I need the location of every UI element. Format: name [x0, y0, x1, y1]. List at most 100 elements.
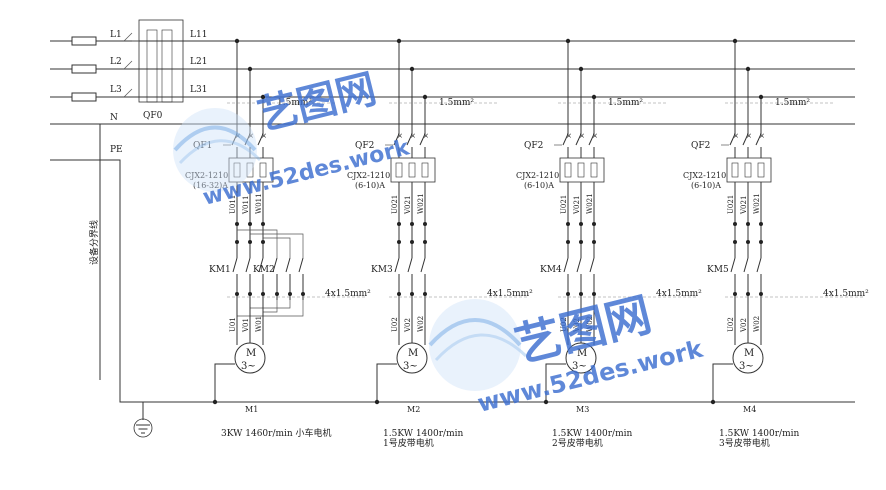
thermal-element: [395, 162, 403, 178]
terminal-dot: [592, 292, 596, 296]
contactor-contact: [589, 257, 595, 273]
breaker-contact: [393, 133, 400, 146]
relay-terminal-label: V021: [573, 196, 581, 215]
motor-terminal-label: V02: [573, 318, 581, 333]
motor-icon: [234, 342, 266, 374]
relay-terminal-label: V021: [404, 196, 412, 215]
pe-junction-dot: [374, 399, 380, 405]
fuse-l3: [71, 92, 97, 102]
relay-terminal-label: W011: [255, 193, 263, 214]
breaker-trip-mark: ×: [410, 132, 416, 140]
terminal-dot: [288, 292, 292, 296]
motor-terminal-label: U02: [727, 317, 735, 332]
terminal-dot: [261, 222, 265, 226]
reversing-link: [263, 300, 278, 313]
motor-wire-label: 4x1.5mm²: [823, 289, 869, 299]
bus-junction-dot: [396, 38, 402, 44]
branch-1: 1.5mm²×××QF1CJX2-1210(16-32)AU011V011W01…: [185, 38, 371, 439]
relay-terminal-label: W021: [417, 193, 425, 214]
contactor-contact: [245, 257, 251, 273]
relay-model-label: CJX2-1210: [185, 171, 228, 180]
contactor-contact: [298, 257, 304, 273]
motor-terminal-label: U01: [229, 317, 237, 332]
label-l21: L21: [190, 57, 207, 67]
feed-wire-label: 1.5mm²: [775, 98, 810, 108]
terminal-dot: [397, 292, 401, 296]
motor-phase: 3~: [403, 361, 418, 372]
terminal-dot: [592, 222, 596, 226]
fuse-l1: [71, 36, 97, 46]
motor-phase: 3~: [572, 361, 587, 372]
thermal-element: [259, 162, 267, 178]
relay-terminal-label: W021: [753, 193, 761, 214]
vertical-boundary-label: 设备分界线: [88, 220, 100, 265]
feed-wire-label: 1.5mm²: [277, 98, 312, 108]
terminal-dot: [248, 240, 252, 244]
terminal-dot: [759, 240, 763, 244]
breaker-contact: [406, 133, 413, 146]
contactor-contact: [272, 257, 278, 273]
terminal-dot: [410, 222, 414, 226]
motor-wire-label: 4x1.5mm²: [487, 289, 533, 299]
terminal-dot: [301, 292, 305, 296]
bus-junction-dot: [234, 38, 240, 44]
motor-branches: 1.5mm²×××QF1CJX2-1210(16-32)AU011V011W01…: [185, 38, 869, 449]
contactor-contact: [407, 257, 413, 273]
contactor-contact: [232, 257, 238, 273]
label-l2: L2: [110, 57, 122, 67]
fuse-l2: [71, 64, 97, 74]
terminal-dot: [235, 222, 239, 226]
contactor-contact: [394, 257, 400, 273]
terminal-dot: [746, 292, 750, 296]
terminal-dot: [248, 292, 252, 296]
contactor-label: KM3: [371, 265, 393, 275]
thermal-element: [421, 162, 429, 178]
breaker-contact: [755, 133, 762, 146]
bus-pe: [50, 159, 855, 403]
terminal-dot: [410, 292, 414, 296]
motor-pe-wire: [545, 363, 566, 402]
terminal-dot: [235, 240, 239, 244]
contactor-label: KM2: [253, 265, 275, 275]
terminal-dot: [235, 292, 239, 296]
bus-junction-dot: [409, 66, 415, 72]
contactor-contact: [756, 257, 762, 273]
motor-wire-label: 4x1.5mm²: [325, 289, 371, 299]
motor-spec-line1: 1.5KW 1400r/min: [383, 429, 463, 439]
breaker-contact: [562, 133, 569, 146]
contactor-contact: [743, 257, 749, 273]
thermal-element: [731, 162, 739, 178]
breaker-label: QF2: [524, 141, 543, 151]
motor-symbol: M: [408, 348, 418, 359]
breaker-label: QF1: [193, 141, 212, 151]
relay-terminal-label: U021: [391, 195, 399, 214]
pe-junction-dot: [212, 399, 218, 405]
contactor-contact: [576, 257, 582, 273]
motor-pe-wire: [376, 363, 397, 402]
contactor-contact: [258, 257, 264, 273]
reversing-link: [250, 300, 291, 309]
terminal-dot: [733, 222, 737, 226]
terminal-dot: [275, 292, 279, 296]
bus-junction-dot: [758, 94, 764, 100]
terminal-dot: [423, 240, 427, 244]
terminal-dot: [397, 222, 401, 226]
thermal-element: [233, 162, 241, 178]
terminal-dot: [579, 222, 583, 226]
breaker-trip-mark: ×: [261, 132, 267, 140]
contactor-label: KM1: [209, 265, 231, 275]
terminal-dot: [566, 222, 570, 226]
contactor-label: KM5: [707, 265, 729, 275]
bus-junction-dot: [745, 66, 751, 72]
motor-pe-wire: [214, 363, 235, 402]
breaker-trip-mark: ×: [759, 132, 765, 140]
label-l31: L31: [190, 85, 207, 95]
bus-junction-dot: [565, 38, 571, 44]
breaker-trip-mark: ×: [248, 132, 254, 140]
motor-phase: 3~: [739, 361, 754, 372]
motor-terminal-label: V01: [242, 318, 250, 333]
breaker-trip-mark: ×: [746, 132, 752, 140]
breaker-contact: [419, 133, 426, 146]
